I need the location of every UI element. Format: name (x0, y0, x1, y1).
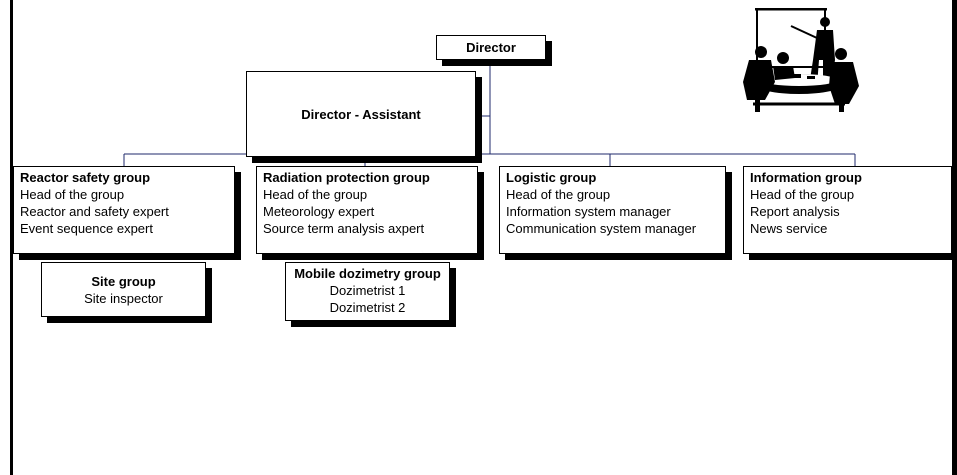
group-box-reactor-safety: Reactor safety group Head of the group R… (13, 166, 235, 254)
group-title: Information group (750, 170, 862, 185)
group-box-logistic: Logistic group Head of the group Informa… (499, 166, 726, 254)
group-member: Head of the group (506, 187, 611, 202)
group-member: Source term analysis axpert (263, 221, 425, 236)
director-label: Director (466, 40, 516, 55)
director-assistant-box: Director - Assistant (246, 71, 476, 157)
group-box-information: Information group Head of the group Repo… (743, 166, 952, 254)
group-member: Report analysis (750, 204, 840, 219)
subgroup-member: Dozimetrist 2 (329, 300, 406, 315)
group-member: News service (750, 221, 828, 236)
subgroup-box-mobile-dozimetry: Mobile dozimetry group Dozimetrist 1 Doz… (285, 262, 450, 321)
subgroup-title: Mobile dozimetry group (294, 266, 441, 281)
group-member: Information system manager (506, 204, 671, 219)
group-member: Reactor and safety expert (20, 204, 169, 219)
subgroup-box-site: Site group Site inspector (41, 262, 206, 317)
subgroup-member: Site inspector (84, 291, 163, 306)
left-border-bar (10, 0, 13, 475)
director-box: Director (436, 35, 546, 60)
group-member: Event sequence expert (20, 221, 153, 236)
group-member: Communication system manager (506, 221, 697, 236)
group-member: Meteorology expert (263, 204, 375, 219)
right-border-bar (952, 0, 957, 475)
director-assistant-label: Director - Assistant (301, 106, 421, 122)
group-title: Radiation protection group (263, 170, 430, 185)
subgroup-member: Dozimetrist 1 (329, 283, 406, 298)
group-member: Head of the group (263, 187, 368, 202)
subgroup-title: Site group (91, 274, 156, 289)
group-member: Head of the group (750, 187, 855, 202)
group-title: Reactor safety group (20, 170, 151, 185)
group-member: Head of the group (20, 187, 125, 202)
presentation-meeting-clipart-icon (743, 8, 859, 112)
group-box-radiation-protection: Radiation protection group Head of the g… (256, 166, 478, 254)
group-title: Logistic group (506, 170, 597, 185)
